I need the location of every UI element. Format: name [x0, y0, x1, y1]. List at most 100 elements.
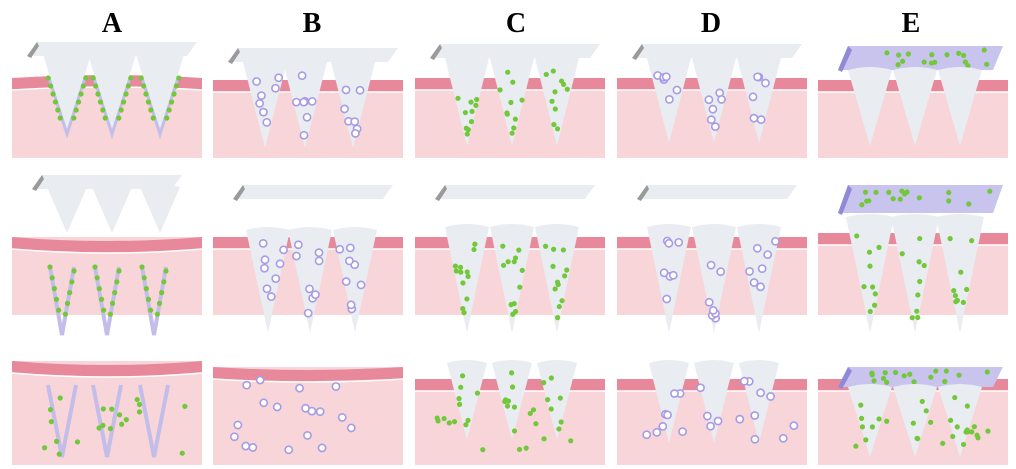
drug-particle — [511, 125, 517, 131]
vesicle-particle — [716, 267, 726, 277]
drug-particle — [53, 438, 60, 444]
drug-particle — [914, 308, 920, 314]
drug-particle — [471, 246, 477, 253]
drug-particle — [55, 107, 61, 113]
vesicle-particle — [303, 431, 312, 440]
drug-particle — [559, 298, 565, 304]
skin-surface-layer — [12, 361, 202, 377]
drug-particle — [460, 280, 466, 286]
vesicle-particle — [301, 403, 310, 413]
drug-particle — [554, 126, 561, 132]
vesicle-particle — [761, 78, 770, 88]
needle-coating — [92, 77, 132, 139]
vesicle-particle — [295, 383, 304, 393]
drug-particle — [116, 268, 122, 274]
vesicle-particle — [766, 392, 776, 401]
drug-particle — [510, 79, 516, 85]
drug-particle — [965, 429, 971, 435]
drug-particle — [67, 290, 73, 296]
vesicle-particle — [279, 245, 288, 255]
drug-particle — [458, 384, 464, 390]
vesicle-particle — [745, 267, 754, 276]
drug-particle — [56, 451, 62, 457]
drug-particle — [943, 368, 949, 374]
drug-particle — [505, 259, 511, 265]
drug-particle — [96, 425, 102, 431]
vesicle-particle — [713, 416, 723, 426]
drug-particle — [907, 371, 913, 377]
vesicle-particle — [661, 72, 671, 82]
skin-line — [212, 378, 404, 383]
drug-particle — [45, 75, 51, 81]
drug-particle — [899, 251, 905, 257]
vesicle-particle — [260, 255, 270, 265]
swollen-microneedle — [846, 214, 894, 333]
drug-particle — [516, 446, 523, 453]
reservoir-edge — [838, 185, 852, 215]
vesicle-particle — [315, 407, 325, 417]
vesicle-particle — [753, 72, 762, 82]
drug-particle — [954, 424, 960, 430]
vesicle-particle — [789, 421, 799, 431]
drug-particle — [911, 379, 917, 385]
drug-particle — [95, 91, 101, 97]
drug-particle — [76, 99, 82, 105]
drug-particle — [156, 300, 163, 306]
drug-particle — [465, 417, 471, 424]
dissolving-microneedle — [535, 55, 579, 146]
vesicle-particle — [284, 445, 294, 455]
drug-particle — [869, 424, 876, 430]
drug-particle — [100, 107, 106, 113]
vesicle-particle — [752, 243, 762, 253]
drug-particle — [107, 311, 113, 317]
vesicle-particle — [255, 99, 265, 108]
drug-particle — [83, 75, 89, 81]
drug-particle — [541, 380, 547, 386]
drug-particle — [942, 378, 948, 385]
vesicle-particle — [303, 308, 313, 318]
drug-particle — [960, 441, 967, 448]
drug-particle — [923, 408, 929, 414]
drug-particle — [64, 300, 71, 306]
drug-particle — [474, 96, 480, 103]
microneedle — [692, 55, 736, 143]
drug-particle — [981, 47, 987, 53]
hydrogel-microneedle — [893, 67, 937, 146]
drug-particle — [880, 375, 887, 382]
drug-particle — [145, 296, 152, 302]
drug-particle — [119, 421, 125, 427]
drug-particle — [550, 68, 556, 74]
vesicle-particle — [664, 94, 674, 104]
drug-particle — [512, 116, 518, 122]
drug-particle — [460, 306, 466, 312]
drug-particle — [960, 299, 966, 305]
vesicle-particle — [708, 104, 718, 114]
drug-particle — [161, 279, 167, 285]
vesicle-particle — [771, 236, 780, 246]
vesicle-particle — [229, 432, 239, 442]
drug-particle — [519, 97, 525, 103]
vesicle-particle — [241, 441, 251, 451]
drug-particle — [859, 202, 865, 208]
drug-particle — [71, 115, 77, 121]
drug-particle — [57, 115, 63, 121]
drug-particle — [94, 275, 100, 281]
partially-dissolved-needle — [447, 360, 487, 440]
drug-particle — [551, 246, 557, 252]
partially-dissolved-needle — [649, 360, 689, 443]
drug-particle — [873, 189, 879, 195]
microneedle — [737, 55, 781, 143]
drug-particle — [517, 284, 523, 290]
vesicle-particle — [749, 113, 759, 123]
patch-base — [637, 185, 797, 199]
coating-dissolving — [91, 384, 123, 458]
drug-particle — [48, 419, 54, 425]
vesicle-particle — [275, 259, 285, 269]
patch-base — [435, 185, 595, 199]
vesicle-particle — [652, 427, 662, 437]
drug-particle — [962, 59, 968, 65]
vesicle-particle — [778, 433, 788, 443]
drug-particle — [463, 125, 469, 131]
drug-particle — [171, 91, 177, 97]
drug-particle — [50, 91, 56, 97]
